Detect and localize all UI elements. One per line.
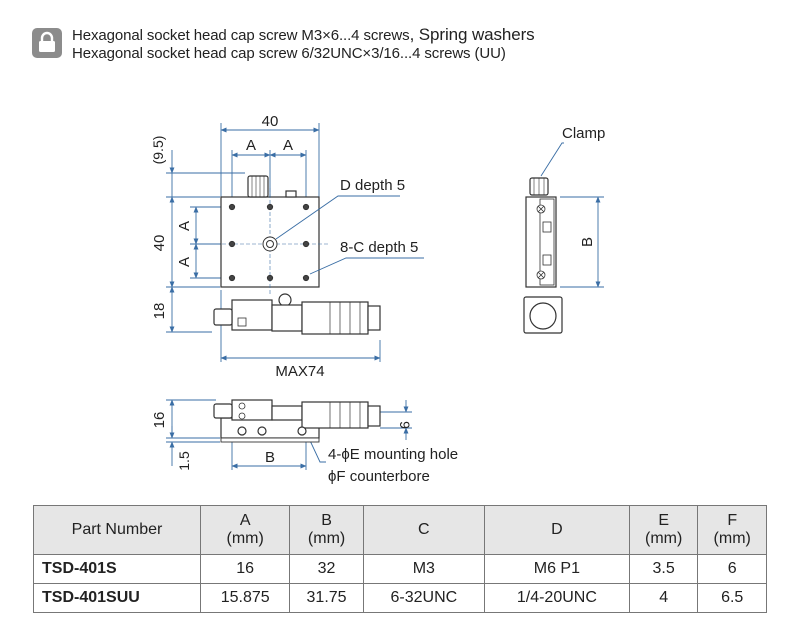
dim-height-label: 40 bbox=[151, 235, 168, 252]
side-view: Clamp B bbox=[523, 125, 605, 334]
header-e: E(mm) bbox=[628, 505, 699, 555]
dim-micrometer-label: 18 bbox=[151, 303, 168, 320]
header-part-number: Part Number bbox=[33, 505, 201, 555]
technical-drawing: 40 A A (9.5) 40 A A 18 MAX74 D depth 5 8… bbox=[150, 113, 605, 485]
header-line-1-main: Hexagonal socket head cap screw M3×6...4… bbox=[72, 27, 410, 44]
dim-pitch-upper-label: A bbox=[176, 221, 193, 231]
header-line-1-extra: , Spring washers bbox=[409, 25, 535, 44]
header-b: B(mm) bbox=[289, 505, 364, 555]
cell-d: 1/4-20UNC bbox=[483, 583, 630, 613]
cell-part-number: TSD-401S bbox=[33, 554, 201, 584]
header-line-1: Hexagonal socket head cap screw M3×6...4… bbox=[72, 26, 535, 45]
front-height-label: 16 bbox=[151, 412, 168, 429]
front-b-label: B bbox=[265, 449, 275, 466]
dim-pitch-lower-label: A bbox=[176, 257, 193, 267]
cell-e: 4 bbox=[628, 583, 699, 613]
lock-icon bbox=[32, 28, 62, 58]
callout-d-depth: D depth 5 bbox=[340, 177, 405, 194]
table-row: TSD-401SUU 15.875 31.75 6-32UNC 1/4-20UN… bbox=[33, 583, 767, 613]
dim-pitch-left-label: A bbox=[246, 137, 256, 154]
header-a: A(mm) bbox=[199, 505, 291, 555]
front-base-label: 1.5 bbox=[176, 451, 192, 471]
front-view: 16 1.5 B 9 4-ϕE mounting hole ϕF counter… bbox=[151, 399, 458, 485]
table-row: TSD-401S 16 32 M3 M6 P1 3.5 6 bbox=[33, 554, 767, 584]
dim-width-label: 40 bbox=[262, 113, 279, 130]
cell-a: 15.875 bbox=[199, 583, 291, 613]
cell-c: M3 bbox=[362, 554, 485, 584]
cell-d: M6 P1 bbox=[483, 554, 630, 584]
cell-part-number: TSD-401SUU bbox=[33, 583, 201, 613]
table-header-row: Part Number A(mm) B(mm) C D E(mm) F(mm) bbox=[33, 505, 767, 555]
cell-f: 6 bbox=[697, 554, 767, 584]
spec-table: Part Number A(mm) B(mm) C D E(mm) F(mm) … bbox=[33, 505, 767, 613]
side-b-label: B bbox=[579, 237, 596, 247]
dim-pitch-right-label: A bbox=[283, 137, 293, 154]
top-view: 40 A A (9.5) 40 A A 18 MAX74 D depth 5 8… bbox=[150, 113, 424, 380]
header-c: C bbox=[362, 505, 485, 555]
clamp-label: Clamp bbox=[562, 125, 605, 142]
header-d: D bbox=[483, 505, 630, 555]
cell-f: 6.5 bbox=[697, 583, 767, 613]
front-mid-label: 9 bbox=[397, 421, 413, 429]
cell-a: 16 bbox=[199, 554, 291, 584]
callout-c-depth: 8-C depth 5 bbox=[340, 239, 418, 256]
header-line-2: Hexagonal socket head cap screw 6/32UNC×… bbox=[72, 45, 506, 62]
dim-max-label: MAX74 bbox=[275, 363, 324, 380]
callout-counterbore: ϕF counterbore bbox=[328, 468, 430, 485]
cell-e: 3.5 bbox=[628, 554, 699, 584]
cell-b: 32 bbox=[289, 554, 364, 584]
header-f: F(mm) bbox=[697, 505, 767, 555]
header-note: Hexagonal socket head cap screw M3×6...4… bbox=[32, 26, 772, 70]
cell-b: 31.75 bbox=[289, 583, 364, 613]
dim-offset-label: (9.5) bbox=[150, 136, 166, 165]
cell-c: 6-32UNC bbox=[362, 583, 485, 613]
callout-mounting-hole: 4-ϕE mounting hole bbox=[328, 446, 458, 463]
